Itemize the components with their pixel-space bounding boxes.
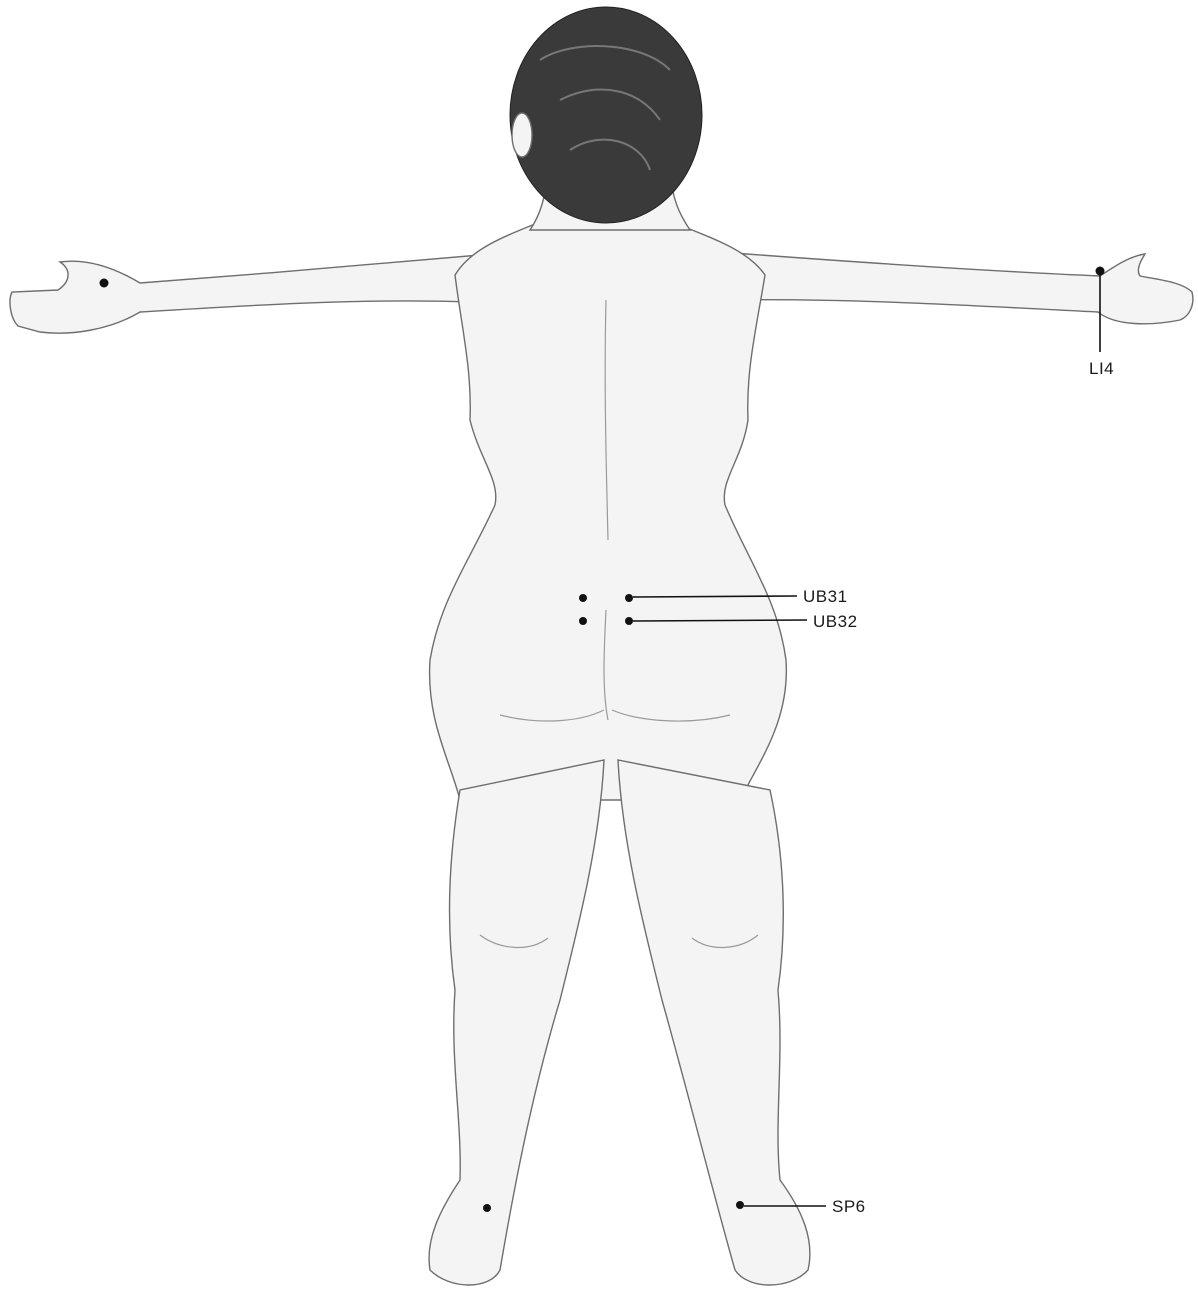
label-ub32: UB32 <box>813 612 858 631</box>
body-figure <box>10 7 1193 1285</box>
leader-ub32 <box>633 620 807 621</box>
point-ub31-right <box>625 594 633 602</box>
head <box>510 7 702 223</box>
leader-ub31 <box>633 596 797 597</box>
point-ub32-right <box>625 617 633 625</box>
left-leg <box>429 760 604 1285</box>
torso <box>430 222 787 800</box>
point-sp6-group: SP6 <box>483 1197 866 1216</box>
point-li4-left <box>100 279 109 288</box>
point-sp6-right <box>736 1201 744 1209</box>
label-li4: LI4 <box>1089 359 1114 378</box>
point-ub32-left <box>579 617 587 625</box>
left-ear <box>512 113 532 157</box>
left-arm <box>10 255 480 333</box>
point-sp6-left <box>483 1204 491 1212</box>
right-arm <box>720 252 1193 324</box>
label-ub31: UB31 <box>803 587 848 606</box>
point-ub31-left <box>579 594 587 602</box>
label-sp6: SP6 <box>832 1197 866 1216</box>
